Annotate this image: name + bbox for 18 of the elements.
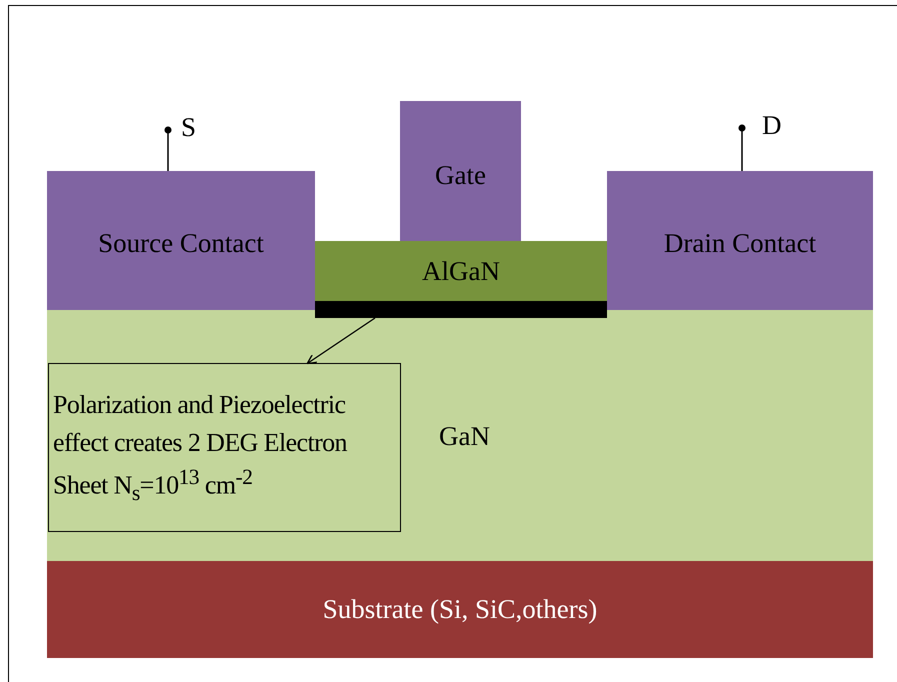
terminal-label: S xyxy=(181,112,196,143)
layer-label: Source Contact xyxy=(98,227,264,260)
gan-layer xyxy=(47,310,873,561)
layer-label: Drain Contact xyxy=(664,227,816,260)
gate-electrode xyxy=(400,101,521,241)
layer-label: Substrate (Si, SiC,others) xyxy=(322,593,598,626)
arrow xyxy=(306,317,376,364)
substrate-layer xyxy=(47,561,873,658)
drain-contact xyxy=(607,171,873,310)
electron-gas-bar xyxy=(315,301,607,318)
terminal-label: D xyxy=(762,110,782,141)
layer-label: GaN xyxy=(439,420,490,452)
callout-text: Polarization and Piezoelectric effect creates 2 DEG Electron Sheet N$_{s}$=10$^{13}$ cm$^{-2}$ xyxy=(52,389,348,506)
source-contact xyxy=(47,171,315,310)
callout-box xyxy=(48,363,401,532)
layer-label: Gate xyxy=(435,158,486,192)
algan-layer xyxy=(315,241,607,301)
layer-label: AlGaN xyxy=(422,254,500,288)
